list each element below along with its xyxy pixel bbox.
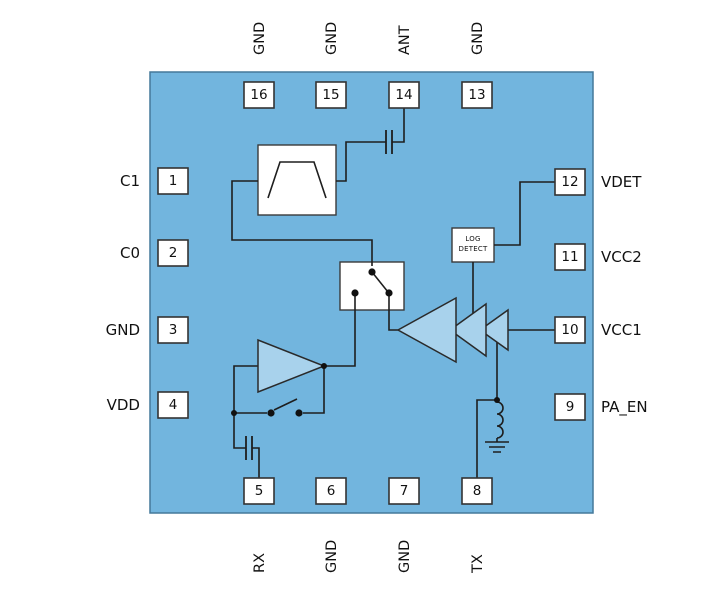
bypass-wire <box>234 366 325 414</box>
pin-number: 5 <box>255 483 264 499</box>
pin-number: 11 <box>561 249 578 265</box>
ground-icon <box>485 441 509 453</box>
antenna-switch-contacts <box>351 268 393 297</box>
tx-wire <box>476 340 498 478</box>
pin-9: 9 <box>554 393 586 421</box>
switch-lever-icon <box>371 271 389 293</box>
pad-label-gnd-6: GND <box>324 540 340 573</box>
bandpass-filter-block <box>257 144 337 216</box>
pad-label-tx: TX <box>470 554 486 574</box>
pin-number: 14 <box>395 87 412 103</box>
pin-5: 5 <box>243 477 275 505</box>
rx-blocking-capacitor-icon <box>245 436 253 460</box>
pin-7: 7 <box>388 477 420 505</box>
pin-number: 16 <box>250 87 267 103</box>
pad-label-gnd-13: GND <box>470 22 486 55</box>
filter-to-switch-wire <box>231 180 373 266</box>
pin-12: 12 <box>554 168 586 196</box>
pin-3: 3 <box>157 316 189 344</box>
lna-to-rx-wire <box>233 365 260 478</box>
pin-number: 6 <box>327 483 336 499</box>
pad-label-vdet: VDET <box>601 173 642 191</box>
pad-label-pa-en: PA_EN <box>601 398 648 417</box>
pad-label-vdd: VDD <box>107 396 140 414</box>
antenna-coupling-capacitor-icon <box>385 130 393 154</box>
pin-number: 2 <box>169 245 178 261</box>
pad-label-gnd-15: GND <box>324 22 340 55</box>
pad-label-gnd-16: GND <box>252 22 268 55</box>
switch-to-lna-wire <box>324 293 356 367</box>
wires <box>231 108 555 478</box>
switch-to-pa-wire <box>388 293 400 331</box>
log-detect-label-line2: DETECT <box>459 245 488 253</box>
pin-2: 2 <box>157 239 189 267</box>
pin-1: 1 <box>157 167 189 195</box>
pin-number: 10 <box>561 322 578 338</box>
pad-label-gnd-left: GND <box>106 321 140 339</box>
log-detect-label-line1: LOG <box>465 235 480 243</box>
pin-4: 4 <box>157 391 189 419</box>
pin-6: 6 <box>315 477 347 505</box>
pad-label-c0: C0 <box>120 244 140 262</box>
junction-dots <box>231 363 500 416</box>
antenna-wire <box>336 108 405 182</box>
pad-label-vcc1: VCC1 <box>601 321 642 339</box>
pin-13: 13 <box>461 81 493 109</box>
pin-8: 8 <box>461 477 493 505</box>
pin-number: 7 <box>400 483 409 499</box>
pin-number: 1 <box>169 173 178 189</box>
pin-15: 15 <box>315 81 347 109</box>
power-amplifier-icon <box>396 296 509 364</box>
pin-16: 16 <box>243 81 275 109</box>
pad-label-rx: RX <box>252 553 268 573</box>
pin-number: 9 <box>566 399 575 415</box>
pin-number: 15 <box>322 87 339 103</box>
lna-amplifier-icon <box>257 338 327 394</box>
pin-10: 10 <box>554 316 586 344</box>
pin-number: 13 <box>468 87 485 103</box>
detector-wire <box>472 181 555 316</box>
pin-number: 8 <box>473 483 482 499</box>
pin-number: 3 <box>169 322 178 338</box>
pin-number: 4 <box>169 397 178 413</box>
lna-bypass-switch-icon <box>267 398 303 417</box>
pad-label-gnd-7: GND <box>397 540 413 573</box>
pin-number: 12 <box>561 174 578 190</box>
pin-14: 14 <box>388 81 420 109</box>
pad-label-ant: ANT <box>397 25 413 55</box>
pin-11: 11 <box>554 243 586 271</box>
pad-label-vcc2: VCC2 <box>601 248 642 266</box>
pad-label-c1: C1 <box>120 172 140 190</box>
bandpass-filter-icon <box>267 161 327 199</box>
